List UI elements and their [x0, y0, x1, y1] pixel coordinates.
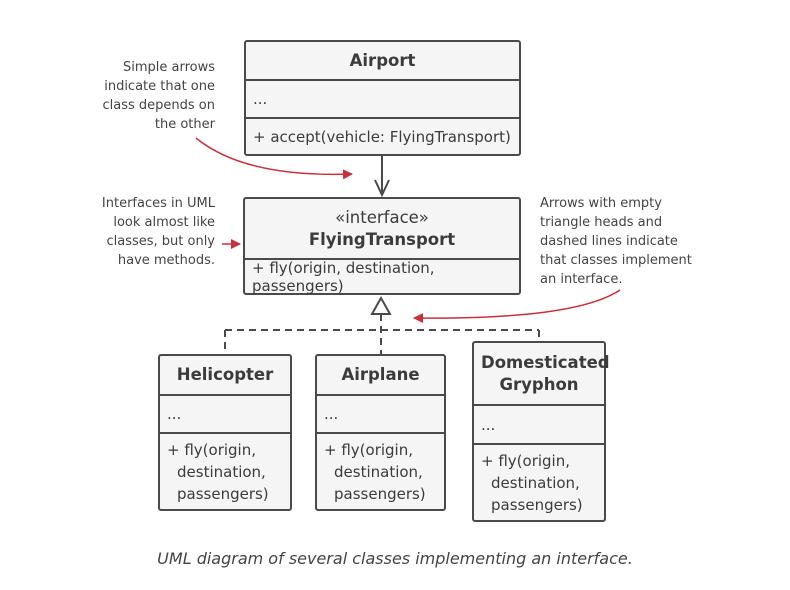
class-airport: Airport ... + accept(vehicle: FlyingTran…: [244, 40, 521, 156]
interface-name: FlyingTransport: [308, 229, 456, 249]
note-line: have methods.: [117, 253, 215, 268]
note-line: triangle heads and: [540, 215, 663, 230]
note-line: indicate that one: [104, 79, 215, 94]
note-line: dashed lines indicate: [540, 234, 678, 249]
note-line: Interfaces in UML: [101, 196, 215, 211]
class-airplane: Airplane ... + fly(origin, destination, …: [315, 354, 446, 511]
note-line: an interface.: [540, 272, 623, 287]
interface-flying-transport: «interface» FlyingTransport + fly(origin…: [243, 197, 521, 295]
methods-section: + fly(origin, destination, passengers): [474, 443, 604, 520]
method-line: + fly(origin,: [481, 452, 570, 470]
method-line: passengers): [334, 485, 426, 503]
class-name-line: Domesticated: [481, 352, 610, 372]
implementation-triangle: [370, 295, 392, 315]
note-line: classes, but only: [106, 234, 215, 249]
note-implementation: Arrows with empty triangle heads and das…: [540, 194, 700, 289]
class-name-line: Gryphon: [499, 374, 579, 394]
dependency-note-arrow: [195, 137, 353, 180]
class-name: Airport: [349, 50, 416, 70]
note-line: Arrows with empty: [540, 196, 662, 211]
stereotype-label: «interface»: [335, 207, 429, 227]
implementation-dashed-lines: [224, 314, 540, 355]
fields-section: ...: [246, 79, 519, 117]
note-line: Simple arrows: [122, 60, 215, 75]
class-name: Domesticated Gryphon: [474, 343, 610, 404]
fields-section: ...: [317, 394, 444, 432]
method-line: passengers): [177, 485, 269, 503]
note-line: that classes implement: [540, 253, 692, 268]
class-name: Helicopter: [176, 365, 274, 384]
method-line: passengers): [491, 496, 583, 514]
fields-section: ...: [474, 404, 604, 443]
note-dependency: Simple arrows indicate that one class de…: [95, 58, 216, 134]
method-line: destination,: [491, 474, 580, 492]
methods-section: + fly(origin, destination, passengers): [245, 258, 519, 295]
class-name: Airplane: [341, 365, 420, 384]
method-line: destination,: [177, 463, 266, 481]
implementation-note-arrow: [413, 289, 621, 324]
class-domesticated-gryphon: Domesticated Gryphon ... + fly(origin, d…: [472, 341, 610, 522]
note-line: look almost like: [113, 215, 215, 230]
fields-section: ...: [160, 394, 290, 432]
note-interfaces: Interfaces in UML look almost like class…: [85, 194, 215, 270]
class-helicopter: Helicopter ... + fly(origin, destination…: [158, 354, 292, 511]
method-line: + fly(origin,: [167, 441, 256, 459]
note-line: the other: [154, 117, 215, 132]
method-line: destination,: [334, 463, 423, 481]
figure-caption: UML diagram of several classes implement…: [157, 549, 633, 568]
dependency-arrow-head: [374, 179, 390, 198]
method-line: + fly(origin,: [324, 441, 413, 459]
methods-section: + fly(origin, destination, passengers): [160, 432, 290, 509]
note-line: class depends on: [102, 98, 216, 113]
interface-header: «interface» FlyingTransport: [245, 199, 519, 258]
methods-section: + fly(origin, destination, passengers): [317, 432, 444, 509]
methods-section: + accept(vehicle: FlyingTransport): [246, 117, 519, 154]
